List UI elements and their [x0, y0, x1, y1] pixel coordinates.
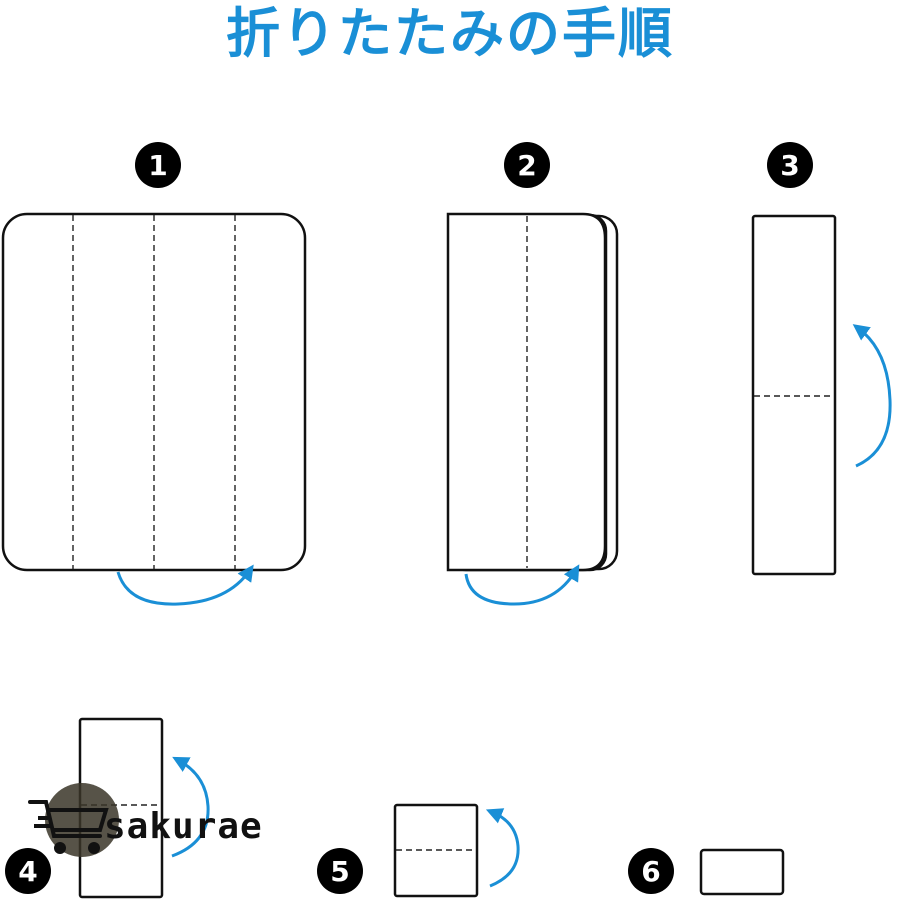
step-1: 1 — [1, 142, 307, 606]
step-1-sheet — [1, 212, 307, 572]
step-3-number: 3 — [780, 149, 799, 182]
step-5-badge: 5 — [317, 848, 363, 894]
page-title: 折りたたみの手順 — [226, 2, 674, 65]
step-6: 6 — [628, 848, 785, 896]
step-3-badge: 3 — [767, 142, 813, 188]
fold-arrow-icon — [116, 564, 254, 606]
step-2: 2 — [446, 142, 619, 606]
fold-arrow-icon — [485, 808, 520, 888]
step-3-sheet — [751, 214, 837, 576]
step-2-badge: 2 — [504, 142, 550, 188]
watermark-text: sakurae — [104, 806, 263, 847]
step-4-badge: 4 — [5, 848, 51, 894]
fold-arrow-icon — [852, 324, 892, 468]
step-1-badge: 1 — [135, 142, 181, 188]
shopping-cart-icon — [28, 783, 119, 857]
step-4: 4 — [5, 717, 210, 899]
step-2-number: 2 — [517, 149, 536, 182]
step-6-badge: 6 — [628, 848, 674, 894]
fold-arrow-icon — [171, 756, 210, 858]
step-5-number: 5 — [330, 855, 349, 888]
step-3: 3 — [751, 142, 892, 576]
step-5: 5 — [317, 803, 520, 898]
step-6-sheet — [699, 848, 785, 896]
watermark: sakurae — [28, 783, 263, 857]
step-1-number: 1 — [148, 149, 167, 182]
step-6-number: 6 — [641, 855, 660, 888]
step-4-number: 4 — [18, 855, 37, 888]
fold-arrow-icon — [464, 564, 580, 606]
